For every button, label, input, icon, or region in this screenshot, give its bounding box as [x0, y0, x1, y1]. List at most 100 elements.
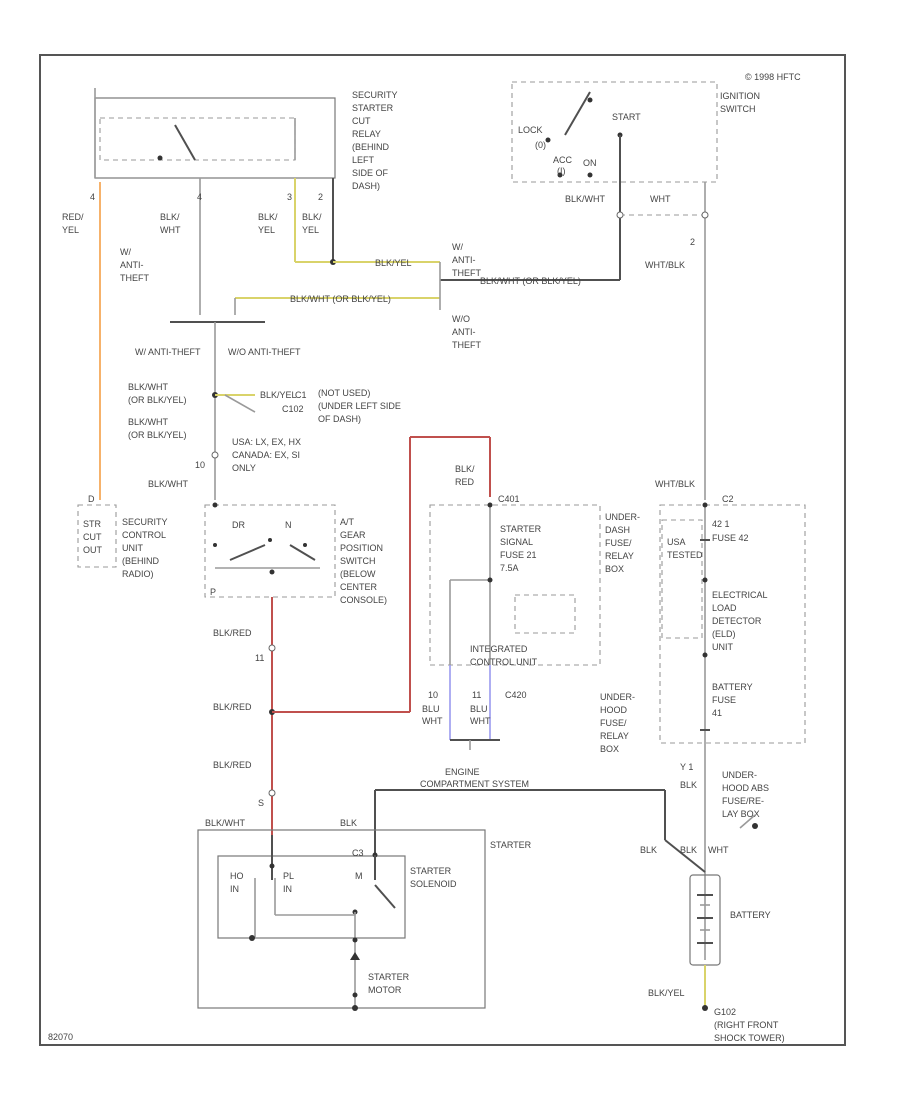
underhood-box-label: UNDER- HOOD FUSE/ RELAY BOX	[600, 692, 638, 754]
abs-box-lead	[739, 814, 756, 829]
wire-label-blu-2: BLU WHT	[470, 704, 491, 726]
abs-fuse-box-label: UNDER- HOOD ABS FUSE/RE- LAY BOX	[722, 770, 772, 819]
ign-i: (I)	[557, 166, 566, 176]
security-relay-label: SECURITY STARTER CUT RELAY (BEHIND LEFT …	[352, 90, 400, 191]
connector-pin: S	[258, 798, 264, 808]
anti-theft-note-2: W/ ANTI- THEFT	[452, 242, 481, 278]
wire-label-blk-yel-horiz: BLK/YEL	[375, 258, 412, 268]
label-wo-anti-theft: W/O ANTI-THEFT	[228, 347, 301, 357]
under-dash-fuse-relay-box: C401 STARTER SIGNAL FUSE 21 7.5A INTEGRA…	[429, 494, 643, 667]
a-t-gear-switch-label: A/T GEAR POSITION SWITCH (BELOW CENTER C…	[340, 517, 387, 605]
connector-pin: 2	[318, 192, 323, 202]
wire-label-red-yel: RED/ YEL	[62, 212, 86, 235]
connector-pin: 11	[255, 653, 264, 663]
wire-label-top-horiz: BLK/WHT (OR BLK/YEL)	[480, 276, 581, 286]
under-hood-fuse-relay-box: WHT/BLK C2 USA TESTED 42 1 FUSE 42 ELECT…	[600, 479, 806, 960]
wire-label-blk-starter: BLK	[340, 818, 357, 828]
ground-g102-label: G102 (RIGHT FRONT SHOCK TOWER)	[714, 1007, 785, 1043]
anti-theft-note-1: W/ ANTI- THEFT	[120, 247, 149, 283]
connector-pin: C3	[352, 848, 364, 858]
wire-engine-to-battery-2	[664, 839, 706, 873]
connector-c420: C420	[505, 690, 527, 700]
engine-ground-label: ENGINE COMPARTMENT SYSTEM	[420, 767, 529, 789]
gear-n: N	[285, 520, 292, 530]
wire-label-blu-1: BLU WHT	[422, 704, 443, 726]
wire-label-blk-red-low: BLK/RED	[213, 760, 252, 770]
wire-label-blk-red: BLK/ RED	[455, 464, 477, 487]
connector-pin: C1	[295, 390, 307, 400]
wire-label-blk-bat-2: BLK	[640, 845, 657, 855]
wire-label-blk-yel-ground: BLK/YEL	[648, 988, 685, 998]
wire-label-left-1: BLK/WHT (OR BLK/YEL)	[128, 382, 187, 405]
label-w-anti-theft: W/ ANTI-THEFT	[135, 347, 201, 357]
wire-label-blk-yel-2: BLK/ YEL	[302, 212, 324, 235]
connector-pin: 10	[428, 690, 438, 700]
wire-label-wht-blk-2: WHT/BLK	[655, 479, 695, 489]
ign-acc: ACC	[553, 155, 573, 165]
wire-label-ign-blk-wht: BLK/WHT	[565, 194, 606, 204]
ignition-switch-label: IGNITION SWITCH	[720, 91, 763, 114]
connector-pin: C2	[722, 494, 734, 504]
outer-frame	[39, 54, 846, 1046]
connector-pin: 4	[90, 192, 95, 202]
wire-label-blk-red-splice: BLK/RED	[213, 702, 252, 712]
wire-label-blk-bat-1: BLK	[680, 780, 697, 790]
wire-label-blk-yel-stub: BLK/YEL	[260, 390, 297, 400]
connector-c401: C401	[498, 494, 520, 504]
connector-pin: 2	[690, 237, 695, 247]
connector-pin: 3	[287, 192, 292, 202]
starter: STARTER BLK/WHT BLK C3 HO IN PL IN M STA…	[197, 818, 532, 1011]
ign-zero: (0)	[535, 140, 546, 150]
pull-in-label: PL IN	[283, 871, 296, 894]
gear-dr: DR	[232, 520, 245, 530]
wire-label-blk-wht-starter: BLK/WHT	[205, 818, 246, 828]
fuse-42-label: 42 1 FUSE 42	[712, 519, 749, 543]
wo-anti-theft-note: W/O ANTI- THEFT	[452, 314, 481, 350]
starter-signal-fuse-label: STARTER SIGNAL FUSE 21 7.5A	[500, 524, 544, 573]
security-starter-cut-relay: SECURITY STARTER CUT RELAY (BEHIND LEFT …	[94, 88, 400, 191]
copyright-text: © 1998 HFTC	[745, 72, 801, 82]
a-t-gear-position-switch: DR N P A/T GEAR POSITION SWITCH (BELOW C…	[204, 504, 387, 605]
connector-pin: 4	[197, 192, 202, 202]
wire-label-left-2: BLK/WHT (OR BLK/YEL)	[128, 417, 187, 440]
wire-label-blk-red-gear: BLK/RED	[213, 628, 252, 638]
wire-label-blk-wht-left: BLK/WHT	[148, 479, 189, 489]
wire-label-blk-wht: BLK/ WHT	[160, 212, 182, 235]
starter-label: STARTER	[490, 840, 532, 850]
battery: BATTERY	[689, 874, 771, 966]
hold-in-label: HO IN	[230, 871, 246, 894]
wire-label-wht-bat: WHT	[708, 845, 729, 855]
wire-label-wht-blk-1: WHT/BLK	[645, 260, 685, 270]
not-used-note: (NOT USED) (UNDER LEFT SIDE OF DASH)	[318, 388, 403, 424]
starter-motor-label: STARTER MOTOR	[368, 972, 412, 995]
eld-unit-label: ELECTRICAL LOAD DETECTOR (ELD) UNIT	[712, 590, 770, 652]
wire-label-mid-horiz: BLK/WHT (OR BLK/YEL)	[290, 294, 391, 304]
usa-canada-note: USA: LX, EX, HX CANADA: EX, SI ONLY	[232, 437, 304, 473]
underdash-box-label: UNDER- DASH FUSE/ RELAY BOX	[605, 512, 643, 574]
figure-id: 82070	[48, 1032, 73, 1042]
connector-c102: C102	[282, 404, 304, 414]
gear-p: P	[210, 587, 216, 597]
battery-fuse-label: BATTERY FUSE 41	[712, 682, 755, 718]
connector-pin: 11	[472, 690, 481, 700]
connector-pin: D	[88, 494, 95, 504]
connector-pin: M	[355, 871, 363, 881]
usa-tested-label: USA TESTED	[667, 537, 703, 560]
connector-pin: 10	[195, 460, 205, 470]
starter-solenoid-label: STARTER SOLENOID	[410, 866, 457, 889]
connector-pin: Y 1	[680, 762, 693, 772]
wire-label-blk-bat-3: BLK	[680, 845, 697, 855]
wire-label-ign-wht: WHT	[650, 194, 671, 204]
wire-not-used	[224, 394, 256, 413]
ign-start: START	[612, 112, 641, 122]
wire-label-blk-yel: BLK/ YEL	[258, 212, 280, 235]
ignition-switch: IGNITION SWITCH LOCK (0) START ACC (I) O…	[511, 81, 763, 183]
security-unit-label: SECURITY CONTROL UNIT (BEHIND RADIO)	[122, 517, 170, 579]
security-unit-pin-label: STR CUT OUT	[83, 519, 104, 555]
battery-label: BATTERY	[730, 910, 771, 920]
ign-lock: LOCK	[518, 125, 543, 135]
integrated-control-unit-label: INTEGRATED CONTROL UNIT	[470, 644, 538, 667]
ign-on: ON	[583, 158, 597, 168]
security-control-unit: D STR CUT OUT SECURITY CONTROL UNIT (BEH…	[77, 494, 170, 579]
